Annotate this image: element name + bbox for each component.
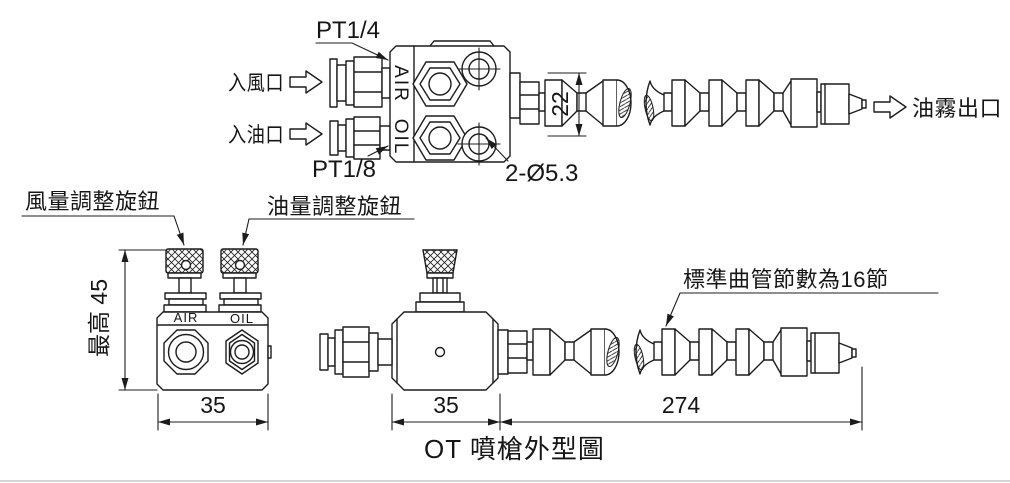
dim-width-35-side: 35 (433, 392, 459, 418)
label-holes: 2-Ø5.3 (505, 160, 578, 187)
holes-leader (485, 137, 509, 162)
dim-22: 22 (547, 91, 573, 117)
oil-inlet-arrow-icon (289, 122, 323, 146)
front-view: 風量調整旋鈕 油量調整旋鈕 AIR (21, 189, 415, 431)
flex-hose-top (509, 72, 867, 128)
label-pt-eighth: PT1/8 (312, 156, 376, 183)
label-air-port-front: AIR (174, 310, 199, 325)
label-air-knob: 風量調整旋鈕 (25, 189, 160, 214)
label-oil-inlet: 入油口 (228, 124, 284, 147)
label-oil-port-front: OIL (230, 311, 254, 326)
manifold-block-side (391, 311, 499, 391)
air-inlet-arrow-icon (289, 70, 323, 94)
oil-adjust-knob (218, 248, 262, 313)
label-mist-outlet: 油霧出口 (912, 96, 1002, 121)
dim-length-group: 274 (499, 366, 863, 431)
pt-quarter-leader (315, 42, 389, 61)
top-view: PT1/4 入風口 入油口 PT1/8 AIR OIL 22 2-Ø5.3 油霧… (228, 17, 1002, 187)
oil-knob-leader (242, 218, 415, 246)
label-oil-port-top: OIL (390, 119, 411, 156)
manifold-block-top (389, 40, 511, 166)
label-oil-knob: 油量調整旋鈕 (267, 194, 402, 219)
pt-eighth-leader (367, 145, 389, 157)
drawing-title: OT 噴槍外型圖 (424, 434, 605, 464)
dim-height-group: 最高 45 (86, 249, 167, 391)
dim-width-35-front: 35 (200, 392, 226, 418)
mist-outlet-arrow-icon (873, 95, 907, 119)
air-knob-leader (21, 215, 185, 246)
oil-inlet-fitting (329, 116, 391, 160)
side-view: 標準曲管節數為16節 35 274 (319, 249, 939, 431)
side-inlet-fitting (319, 326, 393, 378)
label-flex-note: 標準曲管節數為16節 (683, 267, 888, 292)
dim-height-45: 最高 45 (86, 279, 112, 357)
dim-22-group: 22 (547, 72, 587, 137)
dim-width-side-group: 35 (391, 392, 501, 431)
label-air-inlet: 入風口 (228, 72, 284, 95)
dim-length-274: 274 (662, 392, 701, 418)
manifold-block-front: AIR OIL (156, 310, 272, 391)
side-knob (415, 249, 465, 313)
air-inlet-fitting (329, 56, 391, 108)
label-air-port-top: AIR (390, 65, 411, 103)
flex-note-leader (665, 292, 939, 327)
air-adjust-knob (163, 248, 207, 313)
dim-width-front-group: 35 (157, 392, 269, 431)
flex-hose-side (497, 327, 857, 377)
label-pt-quarter: PT1/4 (316, 17, 380, 44)
mounting-hole-top (457, 47, 501, 91)
